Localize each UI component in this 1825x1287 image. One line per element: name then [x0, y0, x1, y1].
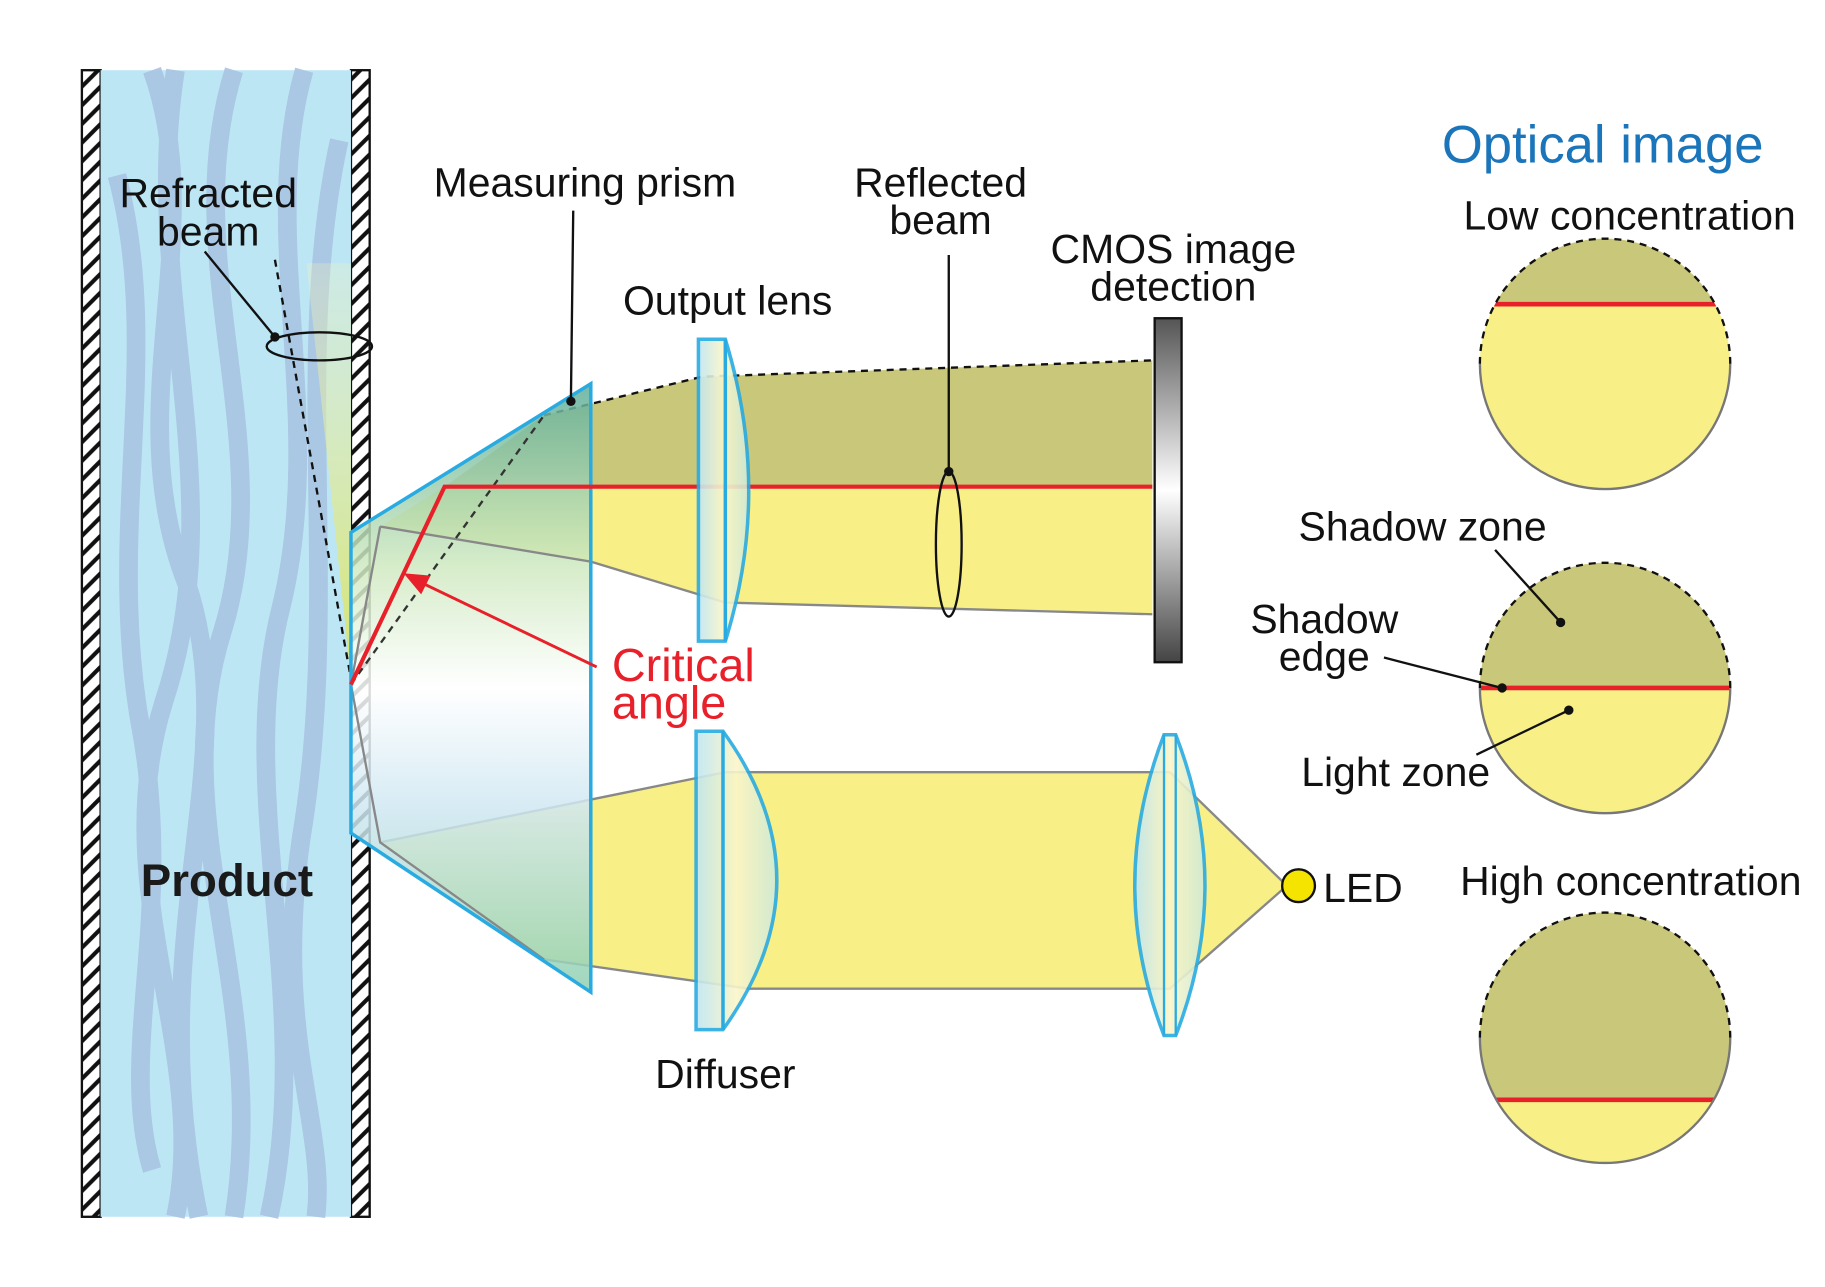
refracted-beam-edge [273, 259, 353, 679]
label-low-concentration: Low concentration [1464, 192, 1796, 238]
leader-line [569, 210, 575, 402]
cmos-detector [1153, 317, 1183, 664]
label-reflected-beam-2: beam [889, 197, 991, 243]
label-measuring-prism: Measuring prism [434, 160, 737, 206]
label-reflected-beam-1: Reflected [854, 160, 1027, 206]
label-cmos-1: CMOS image [1051, 226, 1297, 272]
label-output-lens: Output lens [623, 278, 832, 324]
label-shadow-edge-2: edge [1279, 633, 1370, 679]
label-high-concentration: High concentration [1460, 858, 1801, 904]
led-icon [1281, 868, 1317, 904]
label-product: Product [141, 855, 313, 906]
leader-line [203, 250, 276, 338]
label-critical-angle-1: Critical [612, 639, 755, 691]
label-shadow-edge-1: Shadow [1250, 596, 1398, 642]
critical-angle-line [349, 484, 1153, 686]
leader-dot [270, 332, 280, 342]
label-critical-angle-2: angle [612, 676, 726, 728]
label-refracted-beam-2: beam [157, 209, 259, 255]
label-refracted-beam-1: Refracted [119, 170, 296, 216]
label-light-zone: Light zone [1301, 749, 1490, 795]
output-lens [696, 337, 751, 643]
measuring-prism [350, 383, 591, 993]
optical-image-high [1478, 911, 1732, 1165]
shadow-beam [444, 360, 1153, 487]
label-diffuser: Diffuser [655, 1051, 795, 1097]
critical-angle-arrow [418, 580, 598, 669]
label-led: LED [1323, 865, 1403, 911]
label-shadow-zone: Shadow zone [1299, 504, 1547, 550]
product-pipe [80, 67, 371, 1219]
refracted-beam [306, 263, 351, 679]
diffuser [694, 729, 779, 1032]
illumination-beam [380, 772, 1287, 989]
optical-image-low [1478, 237, 1732, 491]
optical-image-title: Optical image [1442, 116, 1764, 175]
reflected-beam-marker [934, 470, 963, 618]
refracted-beam-marker [265, 331, 374, 362]
condenser-lens [1133, 733, 1207, 1038]
label-cmos-2: detection [1090, 264, 1256, 310]
